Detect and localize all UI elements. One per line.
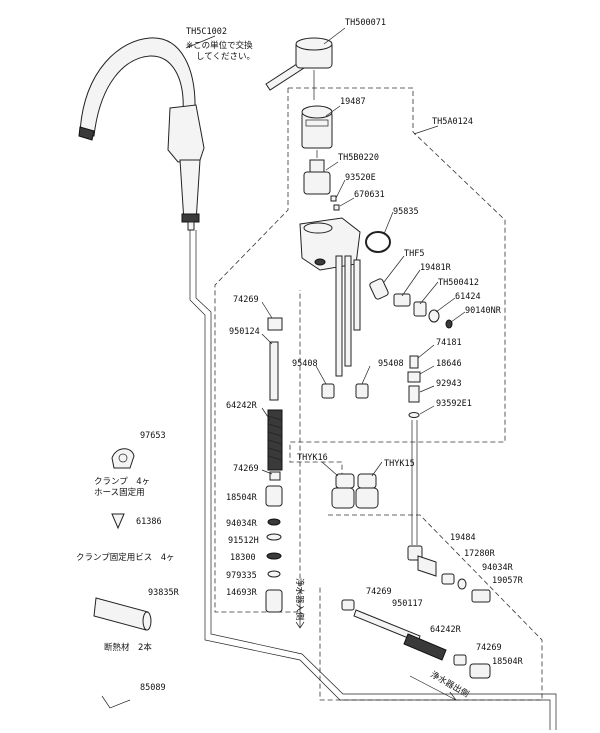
assembly-outline-outlet [319,514,543,701]
note-clamp-sub: ホース固定用 [94,487,145,498]
label-97653: 97653 [140,431,166,441]
hex-key-85089 [101,695,131,709]
label-thyk16: THYK16 [297,453,328,463]
note-unit-line1: ※この単位で交換 [186,40,253,51]
part-18646 [407,371,421,383]
cap-19487 [301,105,333,149]
connector-thyk16 [331,473,355,509]
label-17280r: 17280R [464,549,496,559]
label-19484: 19484 [450,533,476,543]
label-93592e1: 93592E1 [436,399,472,409]
label-93520e: 93520E [345,173,376,183]
connector-thyk15 [355,473,379,509]
label-61424: 61424 [455,292,481,302]
label-91512h: 91512H [228,536,259,546]
note-clamp-caption: クランプ 4ヶ [94,477,150,487]
label-thyk15: THYK15 [384,459,415,469]
lower-pipe [341,599,491,679]
label-19481r: 19481R [420,263,452,273]
label-90140nr: 90140NR [465,306,502,316]
label-64242r-a: 64242R [226,401,258,411]
spout-assembly [78,37,205,231]
label-18300: 18300 [230,553,256,563]
label-93835r: 93835R [148,588,180,598]
clamp-97653 [111,448,135,469]
label-14693r: 14693R [226,588,258,598]
label-670631: 670631 [354,190,385,200]
pin-670631 [333,204,340,211]
label-thf5: THF5 [404,249,424,259]
label-61386: 61386 [136,517,162,527]
label-94034r-b: 94034R [482,563,514,573]
label-74269-b: 74269 [233,464,259,474]
inlet-arrow [295,598,305,629]
assembly-outline-main [288,87,506,478]
label-18504r-b: 18504R [492,657,524,667]
label-85089: 85089 [140,683,166,693]
lever-handle [265,37,333,91]
note-inlet-text: 浄水器入側 [294,578,305,621]
label-74269-c: 74269 [366,587,392,597]
labels: TH5C1002 ※この単位で交換 してください。 TH500071 19487… [76,18,524,700]
cap-95408-a [321,383,335,399]
assembly-outline-inlet [214,88,301,613]
part-92943 [408,385,420,403]
valve-tubes [335,255,361,377]
label-th500071: TH500071 [345,18,386,28]
label-19057r: 19057R [492,576,524,586]
label-64242r-b: 64242R [430,625,462,635]
label-th5b0220: TH5B0220 [338,153,379,163]
label-95408-b: 95408 [378,359,404,369]
part-74181 [409,355,419,369]
label-95835: 95835 [393,207,419,217]
label-95408-a: 95408 [292,359,318,369]
label-74181: 74181 [436,338,462,348]
side-connector-group [369,278,453,329]
note-unit-line2: してください。 [196,52,255,62]
label-92943: 92943 [436,379,462,389]
label-th5c1002: TH5C1002 [186,27,227,37]
leader-lines [185,27,466,477]
label-74269-d: 74269 [476,643,502,653]
part-93592e1 [408,412,420,418]
label-74269-a: 74269 [233,295,259,305]
label-950124: 950124 [229,327,260,337]
spout-hose [189,230,551,730]
label-18646: 18646 [436,359,462,369]
label-950117: 950117 [392,599,423,609]
spout-hose-inner [195,230,557,730]
note-screw-caption: クランプ固定用ビス 4ヶ [76,552,175,563]
outlet-fittings [407,545,491,603]
note-outlet-text: 浄水器出側 [429,669,471,700]
screw-61386 [111,513,125,530]
label-979335: 979335 [226,571,257,581]
cartridge [303,159,331,195]
inlet-stack [265,317,283,613]
label-th5a0124: TH5A0124 [432,117,473,127]
outlet-arrow [409,675,457,701]
screw-93520e [330,195,337,202]
insulation-93835r [93,597,152,631]
note-insulation-caption: 断熱材 2本 [104,642,152,653]
label-94034r-a: 94034R [226,519,258,529]
label-18504r-a: 18504R [226,493,258,503]
cap-95408-b [355,383,369,399]
label-th500412: TH500412 [438,278,479,288]
oring-95835 [365,231,391,253]
label-19487: 19487 [340,97,366,107]
